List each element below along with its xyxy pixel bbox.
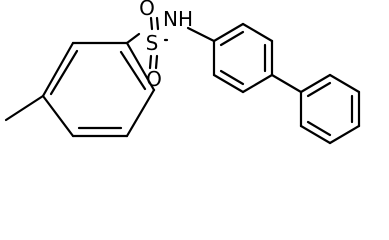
tolyl-inner-bond-2 [119, 50, 147, 91]
sulfur-oxygen-top-bond-b [155, 16, 160, 31]
outer-ring-bond-1 [299, 73, 332, 94]
sulfonyl-group [148, 16, 169, 70]
outer-ring-bond-4 [328, 124, 361, 145]
outer-ring-double-1 [306, 81, 332, 98]
tolyl-inner-bond-1 [49, 49, 79, 96]
nitrogen-aryl-bond [186, 26, 216, 43]
oxygen-bottom-atom-label: O [146, 67, 162, 91]
outer-ring-bond-2 [328, 73, 361, 94]
sulfur-oxygen-top-bond-a [149, 16, 154, 31]
outer-ring-bond-5 [299, 124, 332, 145]
biaryl-bond [270, 73, 303, 94]
biphenyl-inner-ring [212, 22, 274, 94]
tolyl-bond-3 [125, 41, 156, 92]
inner-ring-bond-5 [212, 73, 245, 94]
outer-ring-double-3 [306, 120, 332, 137]
tolyl-bond-1 [41, 41, 75, 98]
methyl-bond [4, 94, 45, 122]
nitrogen-hydrogen-atom-label: NH [163, 7, 193, 31]
sulfur-oxygen-bottom-bond-b [154, 54, 159, 70]
oxygen-top-atom-label: O [139, 0, 155, 20]
sulfur-oxygen-bottom-bond-a [148, 54, 153, 70]
inner-ring-bond-1 [212, 22, 245, 43]
inner-ring-double-1 [219, 30, 245, 47]
inner-ring-double-3 [219, 69, 245, 86]
sulfur-atom-label: S [146, 31, 159, 55]
tolyl-bond-4 [125, 88, 156, 138]
aryl-sulfur-bond [125, 32, 141, 45]
tolyl-bond-6 [41, 94, 75, 138]
biphenyl-outer-ring [299, 73, 361, 145]
inner-ring-bond-4 [241, 73, 274, 94]
tolyl-ring [41, 41, 156, 138]
inner-ring-bond-2 [241, 22, 274, 43]
chemical-structure-diagram: S O O NH [4, 0, 361, 145]
